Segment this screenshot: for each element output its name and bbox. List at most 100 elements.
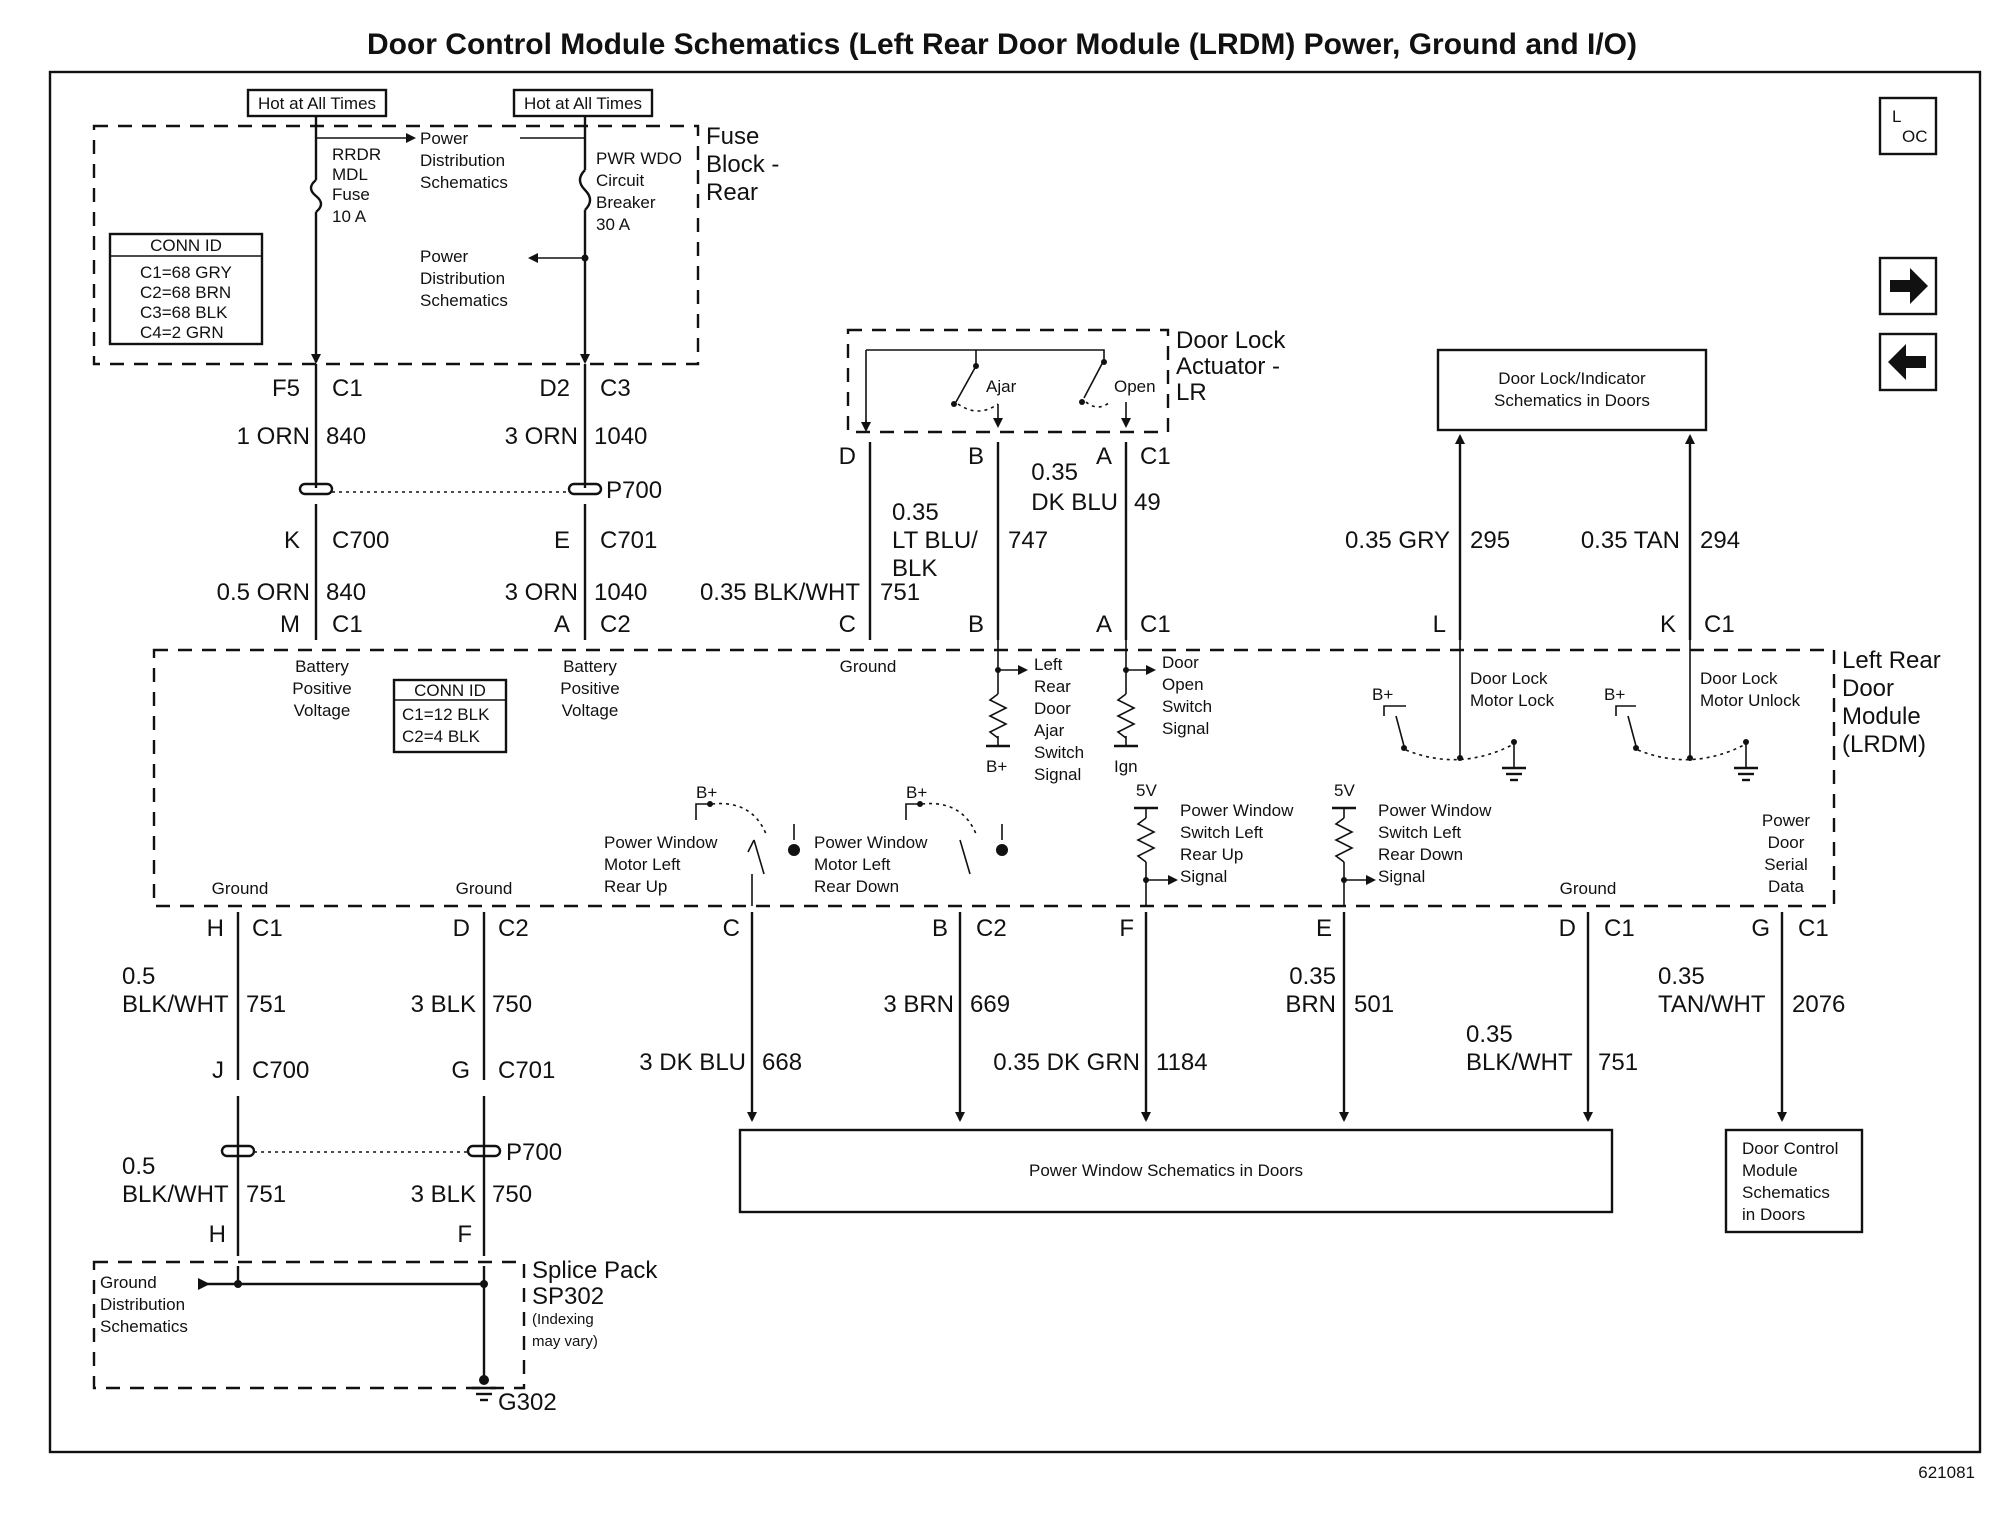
svg-text:BRN: BRN [1285,991,1336,1018]
fuse-block-label: Fuse [706,123,759,150]
svg-text:Door: Door [1034,699,1071,718]
loc-icon[interactable]: L OC [1878,96,1938,156]
svg-text:Switch: Switch [1162,697,1212,716]
svg-text:Splice Pack: Splice Pack [532,1257,658,1284]
svg-text:D: D [839,443,856,470]
svg-text:Ground: Ground [456,879,513,898]
svg-text:10 A: 10 A [332,207,367,226]
svg-text:Door Lock/Indicator: Door Lock/Indicator [1498,369,1646,388]
svg-text:D2: D2 [539,375,570,402]
svg-text:Battery: Battery [563,657,617,676]
wire-840-upper: 1 ORN [237,423,310,450]
svg-text:Rear Down: Rear Down [1378,845,1463,864]
svg-text:C1: C1 [1798,915,1829,942]
svg-text:DK BLU: DK BLU [1031,489,1118,516]
svg-text:B: B [932,915,948,942]
svg-text:A: A [1096,443,1112,470]
conn-id-fuse: CONN ID C1=68 GRY C2=68 BRN C3=68 BLK C4… [108,232,264,346]
svg-text:840: 840 [326,579,366,606]
svg-text:C1=68 GRY: C1=68 GRY [140,263,232,282]
lrdm-label: Left Rear [1842,647,1941,674]
svg-text:C: C [839,611,856,638]
svg-text:501: 501 [1354,991,1394,1018]
power-dist-2: Power [420,247,469,266]
svg-text:Voltage: Voltage [294,701,351,720]
wire-1184: 0.35 DK GRN [993,1049,1140,1076]
svg-text:1040: 1040 [594,579,647,606]
svg-text:TAN/WHT: TAN/WHT [1658,991,1766,1018]
svg-text:Ajar: Ajar [986,377,1017,396]
svg-text:Signal: Signal [1162,719,1209,738]
wire-751-upper: 0.35 BLK/WHT [700,579,860,606]
svg-text:L: L [1892,107,1901,126]
svg-text:Door: Door [1162,653,1199,672]
svg-text:C701: C701 [498,1057,555,1084]
svg-text:BLK/WHT: BLK/WHT [1466,1049,1573,1076]
svg-text:840: 840 [326,423,366,450]
svg-text:Power Window: Power Window [1180,801,1294,820]
svg-text:C701: C701 [600,527,657,554]
svg-text:C1: C1 [332,375,363,402]
svg-text:Serial: Serial [1764,855,1807,874]
svg-text:C1=12 BLK: C1=12 BLK [402,705,490,724]
ground-dist-label: Ground [100,1273,157,1292]
svg-text:Rear Up: Rear Up [1180,845,1243,864]
svg-text:294: 294 [1700,527,1740,554]
svg-text:CONN ID: CONN ID [150,236,222,255]
wire-1040-upper: 3 ORN [505,423,578,450]
svg-text:Rear Up: Rear Up [604,877,667,896]
svg-text:Schematics: Schematics [100,1317,188,1336]
svg-text:B: B [968,611,984,638]
svg-text:Power Window: Power Window [1378,801,1492,820]
svg-text:Schematics in Doors: Schematics in Doors [1494,391,1650,410]
hot-at-all-times-2: Hot at All Times [524,94,642,113]
wire-751-lower-b: 0.5 [122,1153,155,1180]
svg-text:49: 49 [1134,489,1161,516]
p700-upper: P700 [606,477,662,504]
svg-text:751: 751 [880,579,920,606]
conn-id-module: CONN ID C1=12 BLK C2=4 BLK [392,678,508,754]
svg-text:Ground: Ground [212,879,269,898]
dcm-box: Door Control Module Schematics in Doors [1724,1128,1864,1234]
svg-text:H: H [209,1221,226,1248]
arrow-right-icon[interactable] [1878,256,1938,316]
door-lock-indicator-box [1436,348,1708,432]
svg-text:B+: B+ [1604,685,1625,704]
svg-text:C3=68 BLK: C3=68 BLK [140,303,228,322]
svg-text:C1: C1 [1140,611,1171,638]
svg-text:Door Lock: Door Lock [1470,669,1548,688]
svg-text:5V: 5V [1136,781,1157,800]
figure-number: 621081 [1918,1463,1975,1482]
svg-text:Door: Door [1768,833,1805,852]
svg-text:Schematics: Schematics [420,291,508,310]
svg-text:J: J [212,1057,224,1084]
breaker-label: PWR WDO [596,149,682,168]
svg-text:Module: Module [1842,703,1921,730]
svg-text:30 A: 30 A [596,215,631,234]
wire-669: 3 BRN [883,991,954,1018]
svg-text:E: E [554,527,570,554]
svg-text:Voltage: Voltage [562,701,619,720]
svg-text:C2: C2 [600,611,631,638]
wire-1040-lower: 3 ORN [505,579,578,606]
p700-lower: P700 [506,1139,562,1166]
svg-text:Motor Left: Motor Left [604,855,681,874]
wire-747: 0.35 [892,499,939,526]
svg-text:Switch Left: Switch Left [1180,823,1263,842]
bottom-left-grounds: H C1 D C2 0.5 BLK/WHT 751 3 BLK 750 J C7… [122,912,562,1256]
svg-text:BLK/WHT: BLK/WHT [122,991,229,1018]
wire-751-right: 0.35 [1466,1021,1513,1048]
svg-text:Battery: Battery [295,657,349,676]
wire-750-a: 3 BLK [411,991,476,1018]
svg-text:SP302: SP302 [532,1283,604,1310]
svg-text:Ground: Ground [1560,879,1617,898]
arrow-left-icon[interactable] [1878,332,1938,392]
svg-text:1040: 1040 [594,423,647,450]
fuse-block-rear: Fuse Block - Rear Hot at All Times Hot a… [92,88,779,366]
svg-text:LR: LR [1176,379,1207,406]
svg-text:Circuit: Circuit [596,171,644,190]
svg-text:Ajar: Ajar [1034,721,1065,740]
svg-text:K: K [1660,611,1676,638]
svg-text:Power Window: Power Window [604,833,718,852]
wire-501: 0.35 [1289,963,1336,990]
